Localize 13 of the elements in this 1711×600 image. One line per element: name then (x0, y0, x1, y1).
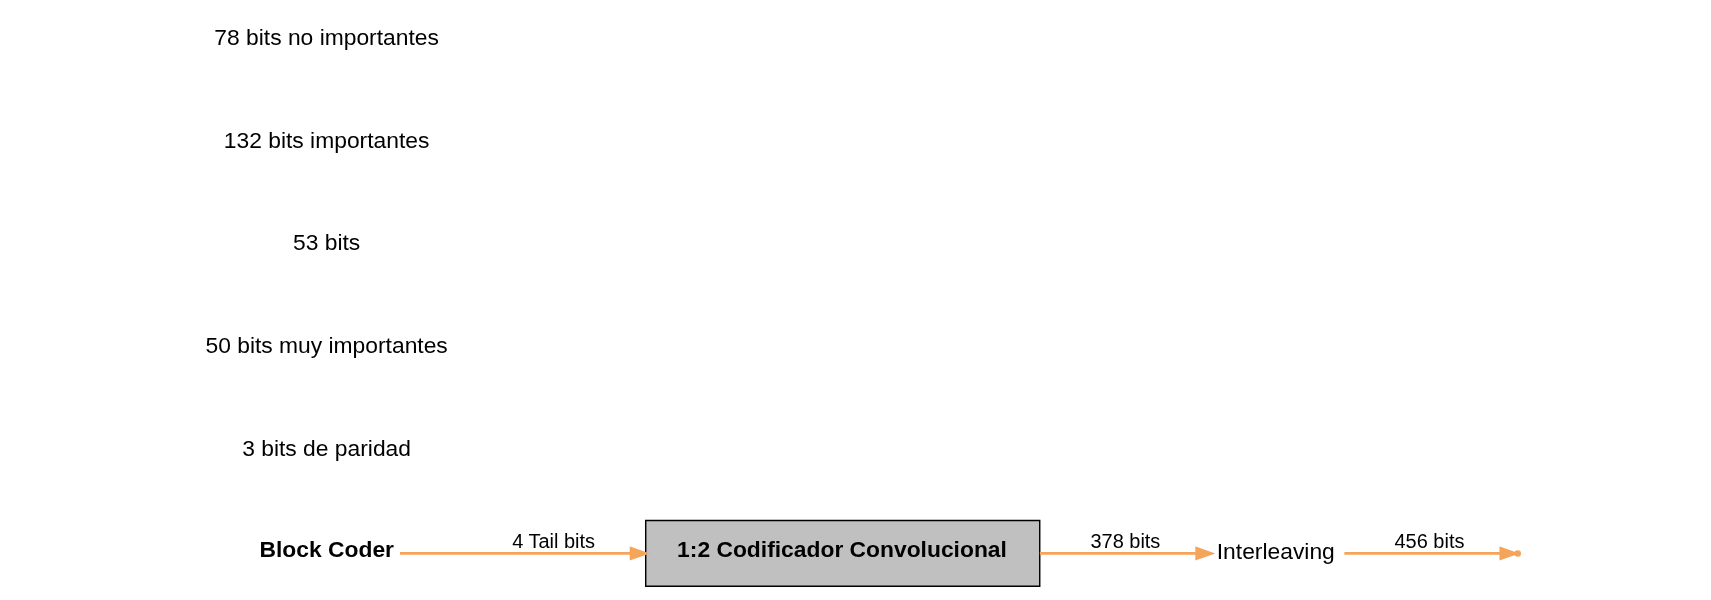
label: 53 bits (292, 229, 360, 256)
edge-label: 456 bits (1394, 529, 1464, 552)
label: 50 bits muy importantes (204, 332, 448, 359)
label: 3 bits de paridad (241, 435, 411, 462)
edge-label: 378 bits (1089, 529, 1160, 552)
edge-label: 4 Tail bits (511, 529, 595, 552)
arrow (1039, 546, 1215, 561)
node-text: Interleaving (1216, 537, 1335, 564)
arrow (399, 546, 650, 561)
label: 132 bits importantes (223, 126, 429, 153)
node-text: Block Coder (259, 536, 394, 563)
label: 78 bits no importantes (213, 23, 439, 50)
node-box: 1:2 Codificador Convolucional (644, 519, 1040, 587)
